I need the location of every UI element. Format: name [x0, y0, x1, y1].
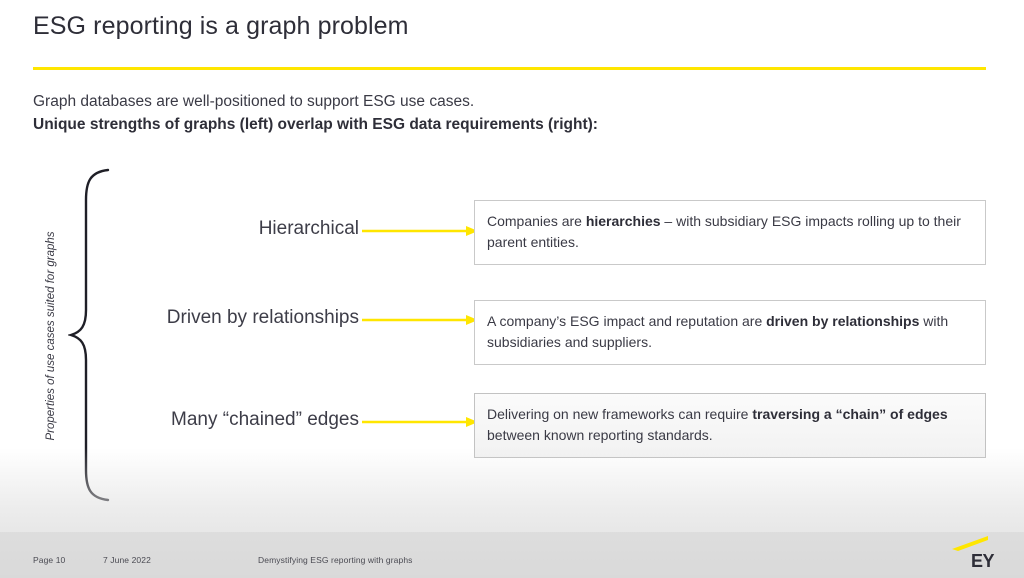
detail-text-bold-0: hierarchies — [585, 213, 661, 229]
detail-text-prefix-1: A company’s ESG impact and reputation ar… — [487, 313, 767, 329]
property-label-1: Driven by relationships — [166, 307, 359, 328]
property-label-2: Many “chained” edges — [171, 409, 359, 430]
footer-page-number: Page 10 — [33, 555, 66, 565]
detail-text-suffix-2: between known reporting standards. — [487, 427, 713, 443]
right-arrow-icon-2 — [362, 417, 478, 427]
ey-logo-text: EY — [970, 551, 995, 571]
footer-date: 7 June 2022 — [103, 555, 151, 565]
footer-deck-title: Demystifying ESG reporting with graphs — [258, 555, 413, 565]
detail-text-prefix-2: Delivering on new frameworks can require — [487, 406, 753, 422]
detail-box-2: Delivering on new frameworks can require… — [474, 393, 986, 458]
right-arrow-icon-0 — [362, 226, 478, 236]
detail-text-bold-1: driven by relationships — [766, 313, 920, 329]
footer-band-overlay — [0, 532, 1024, 578]
detail-text-suffix-0: – with subsidiary ESG impacts rolling up… — [487, 213, 961, 250]
bottom-gradient-overlay — [0, 448, 1024, 578]
title-divider — [33, 67, 986, 70]
detail-box-0: Companies are hierarchies – with subsidi… — [474, 200, 986, 265]
right-arrow-icon-1 — [362, 315, 478, 325]
subtitle-line-1: Graph databases are well-positioned to s… — [33, 93, 475, 110]
detail-text-suffix-1: with subsidiaries and suppliers. — [487, 313, 949, 350]
detail-text-bold-2: traversing a “chain” of edges — [752, 406, 948, 422]
subtitle-block: Graph databases are well-positioned to s… — [33, 90, 983, 136]
detail-box-1: A company’s ESG impact and reputation ar… — [474, 300, 986, 365]
page-title: ESG reporting is a graph problem — [33, 12, 409, 40]
vertical-axis-label: Properties of use cases suited for graph… — [45, 231, 57, 441]
subtitle-line-2: Unique strengths of graphs (left) overla… — [33, 116, 598, 133]
property-label-0: Hierarchical — [258, 218, 359, 239]
detail-text-prefix-0: Companies are — [487, 213, 586, 229]
curly-brace-icon — [68, 168, 110, 502]
ey-wedge-icon — [952, 536, 988, 551]
